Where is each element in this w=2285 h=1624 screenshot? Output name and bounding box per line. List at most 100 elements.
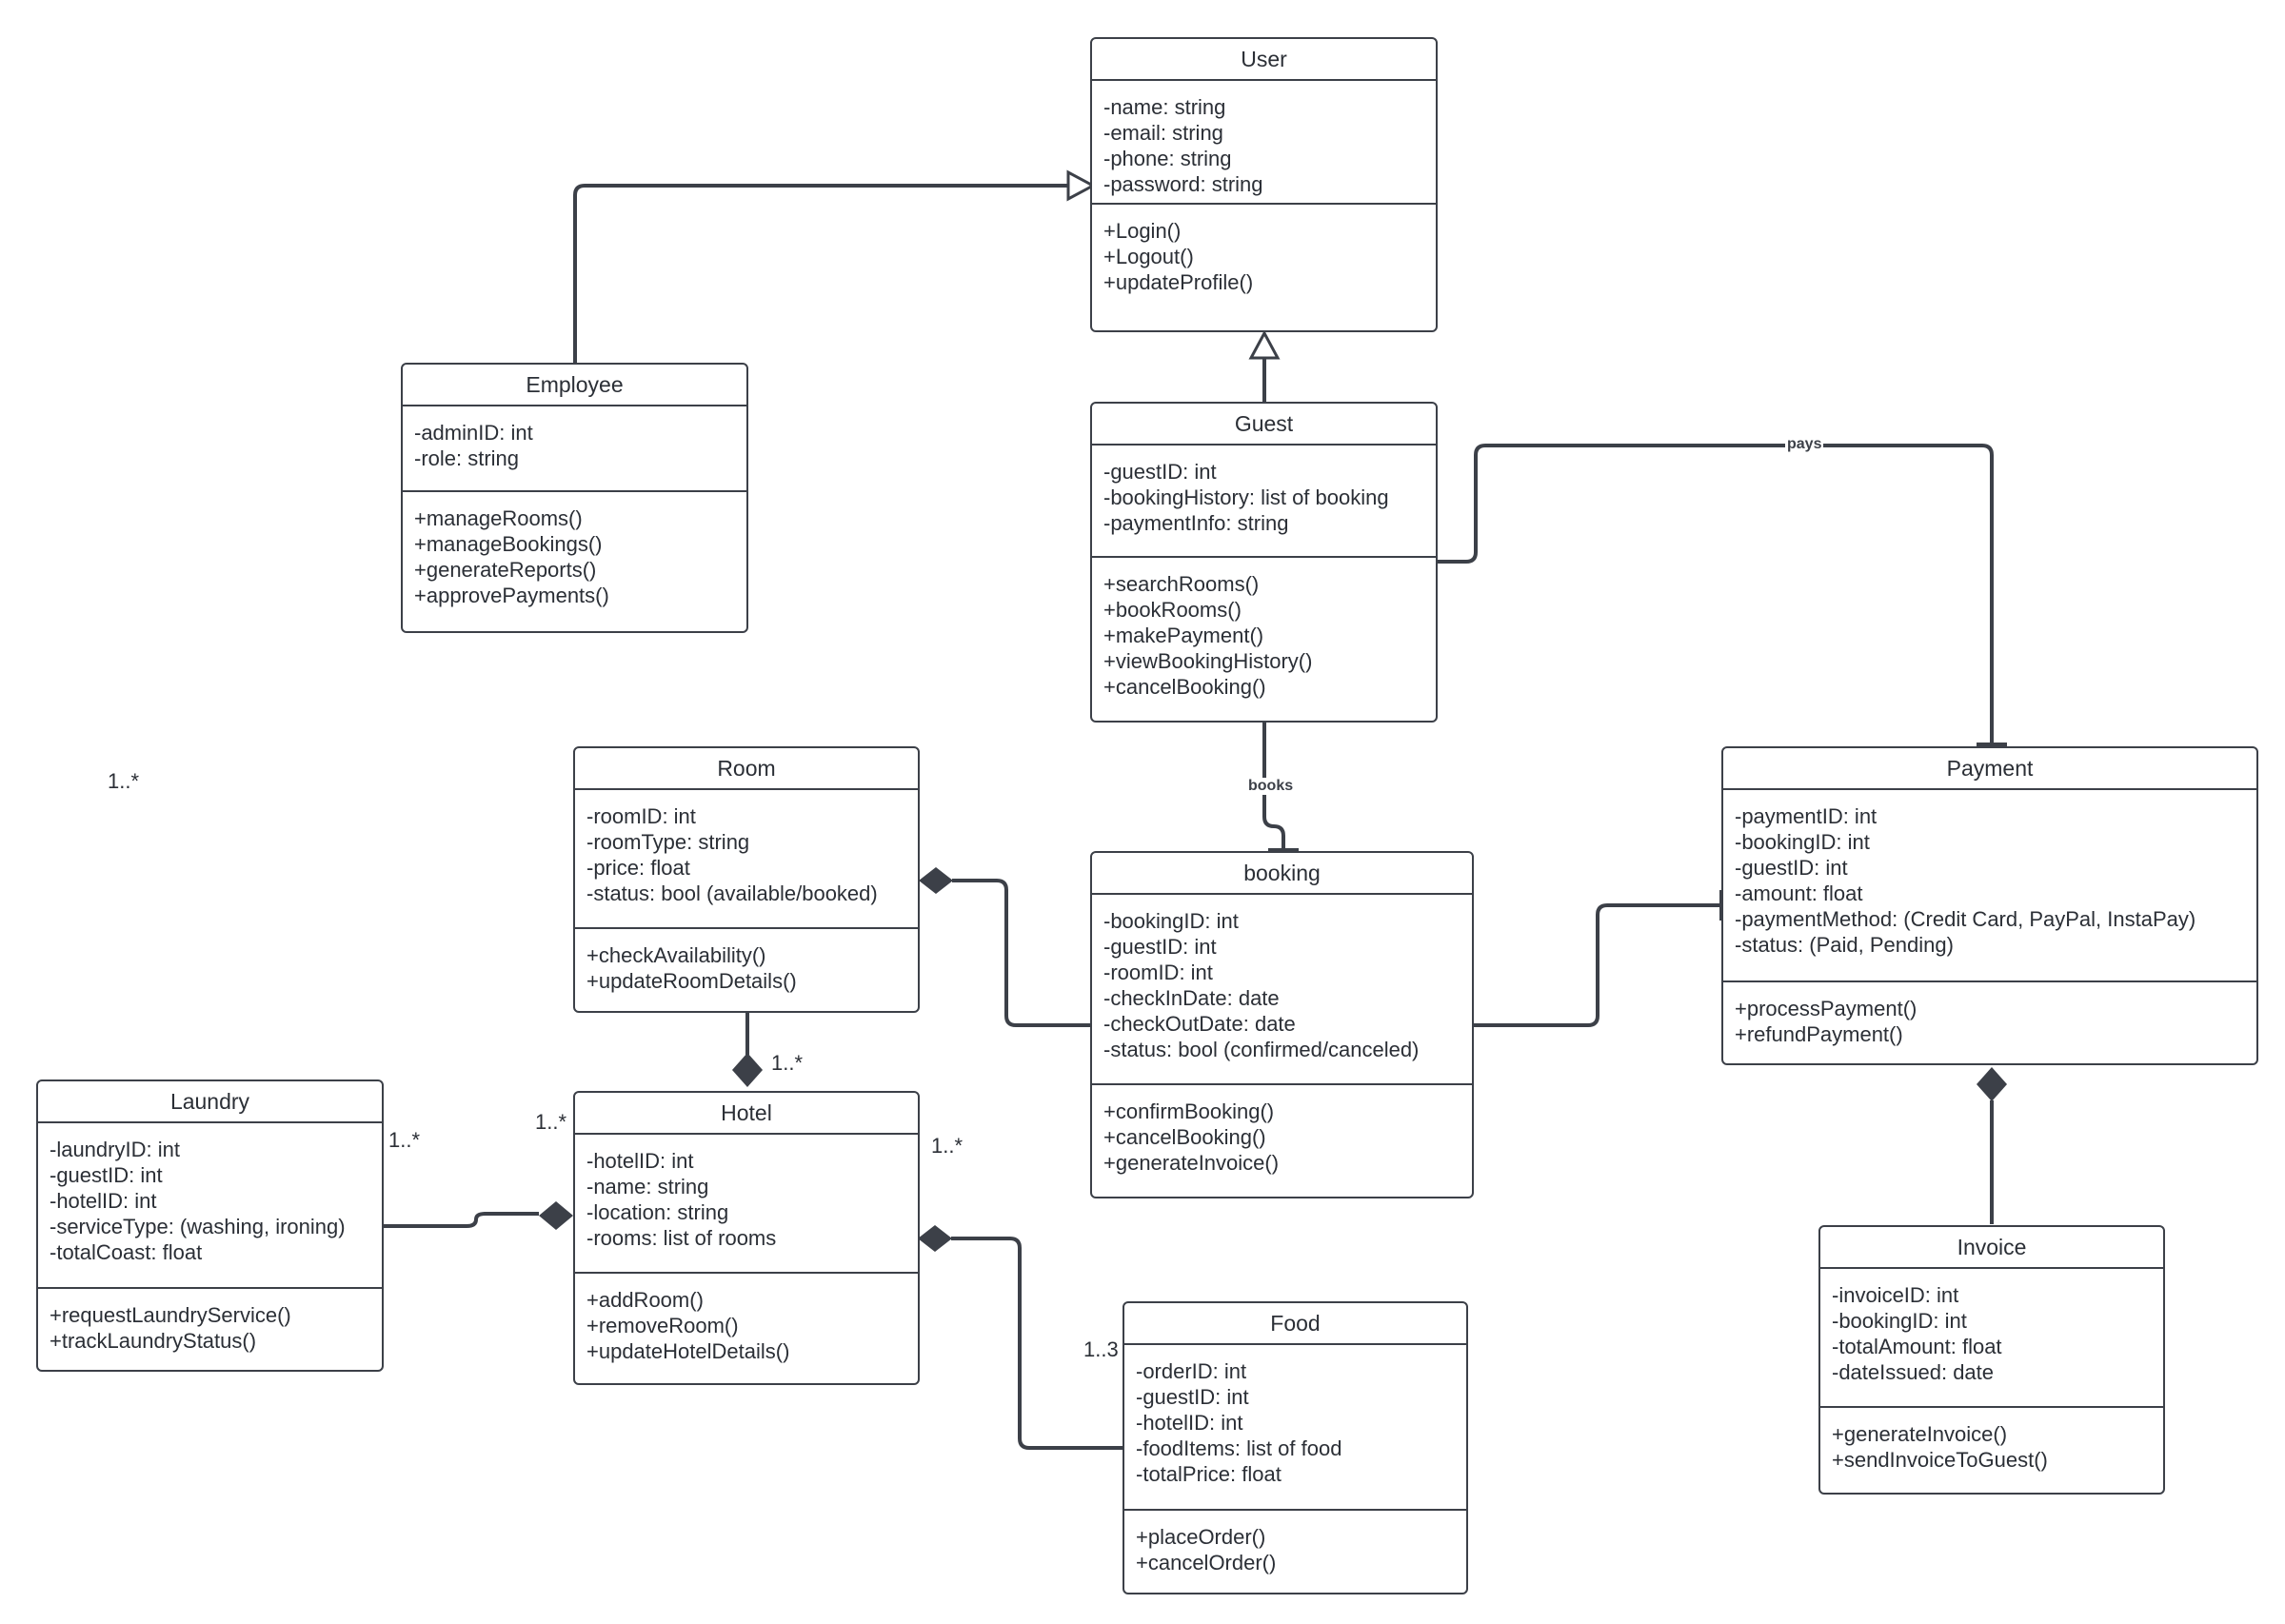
invoice-method: +generateInvoice() [1832,1422,2008,1446]
payment-method: +refundPayment() [1735,1022,1903,1046]
multiplicity-food: 1..3 [1083,1337,1119,1361]
payment-attribute: -bookingID: int [1735,830,1870,854]
hotel-food-diamond [918,1225,952,1252]
class-room[interactable]: Room -roomID: int -roomType: string -pri… [573,746,920,1013]
class-food-attributes: -orderID: int -guestID: int -hotelID: in… [1124,1345,1466,1509]
hotel-attribute: -name: string [586,1175,709,1198]
class-booking-methods: +confirmBooking() +cancelBooking() +gene… [1092,1083,1472,1189]
hotel-food-line [951,1237,1123,1450]
booking-attribute: -checkInDate: date [1103,986,1280,1010]
class-invoice[interactable]: Invoice -invoiceID: int -bookingID: int … [1818,1225,2165,1495]
food-attribute: -guestID: int [1136,1385,1249,1409]
payment-attribute: -guestID: int [1735,856,1848,880]
class-room-attributes: -roomID: int -roomType: string -price: f… [575,790,918,927]
class-hotel-attributes: -hotelID: int -name: string -location: s… [575,1135,918,1272]
class-hotel-name: Hotel [575,1093,918,1135]
user-method: +updateProfile() [1103,270,1254,294]
food-method: +placeOrder() [1136,1525,1266,1549]
food-method: +cancelOrder() [1136,1551,1277,1574]
booking-attribute: -status: bool (confirmed/canceled) [1103,1038,1420,1061]
user-method: +Logout() [1103,245,1194,268]
employee-method: +approvePayments() [414,584,609,607]
multiplicity-stray: 1..* [108,769,140,793]
hotel-attribute: -hotelID: int [586,1149,694,1173]
class-guest-name: Guest [1092,404,1436,446]
laundry-attribute: -guestID: int [50,1163,163,1187]
class-payment-name: Payment [1723,748,2256,790]
hotel-laundry-diamond [539,1201,573,1230]
laundry-method: +requestLaundryService() [50,1303,291,1327]
room-method: +updateRoomDetails() [586,969,797,993]
food-attribute: -totalPrice: float [1136,1462,1282,1486]
hotel-attribute: -rooms: list of rooms [586,1226,777,1250]
guest-booking-path [1262,722,1285,852]
class-booking-name: booking [1092,853,1472,895]
booking-method: +confirmBooking() [1103,1099,1275,1123]
hotel-method: +updateHotelDetails() [586,1339,790,1363]
employee-user-line [573,184,1070,364]
food-attribute: -foodItems: list of food [1136,1436,1342,1460]
relationship-label-books: books [1246,778,1296,795]
room-booking-diamond [919,867,953,894]
guest-method: +searchRooms() [1103,572,1260,596]
booking-attribute: -guestID: int [1103,935,1217,959]
class-food-name: Food [1124,1303,1466,1345]
food-attribute: -hotelID: int [1136,1411,1243,1435]
food-attribute: -orderID: int [1136,1359,1247,1383]
invoice-attribute: -dateIssued: date [1832,1360,1995,1384]
employee-method: +generateReports() [414,558,597,582]
class-hotel[interactable]: Hotel -hotelID: int -name: string -locat… [573,1091,920,1385]
class-employee-attributes: -adminID: int -role: string [403,406,746,490]
user-attribute: -phone: string [1103,147,1232,170]
class-laundry-methods: +requestLaundryService() +trackLaundrySt… [38,1287,382,1367]
laundry-attribute: -laundryID: int [50,1138,180,1161]
room-booking-line [952,879,1090,1027]
class-laundry[interactable]: Laundry -laundryID: int -guestID: int -h… [36,1079,384,1372]
laundry-attribute: -totalCoast: float [50,1240,203,1264]
class-food[interactable]: Food -orderID: int -guestID: int -hotelI… [1123,1301,1468,1594]
guest-method: +viewBookingHistory() [1103,649,1313,673]
class-user-attributes: -name: string -email: string -phone: str… [1092,81,1436,203]
user-attribute: -email: string [1103,121,1223,145]
booking-attribute: -bookingID: int [1103,909,1239,933]
user-attribute: -name: string [1103,95,1226,119]
class-room-name: Room [575,748,918,790]
room-method: +checkAvailability() [586,943,766,967]
class-user[interactable]: User -name: string -email: string -phone… [1090,37,1438,332]
invoice-attribute: -bookingID: int [1832,1309,1967,1333]
employee-user-arrowhead [1066,169,1097,202]
hotel-laundry-line [383,1212,539,1228]
booking-method: +generateInvoice() [1103,1151,1280,1175]
relationship-label-pays: pays [1785,436,1824,453]
class-guest[interactable]: Guest -guestID: int -bookingHistory: lis… [1090,402,1438,723]
class-food-methods: +placeOrder() +cancelOrder() [1124,1509,1466,1589]
class-guest-methods: +searchRooms() +bookRooms() +makePayment… [1092,556,1436,713]
class-payment-methods: +processPayment() +refundPayment() [1723,980,2256,1060]
room-attribute: -roomID: int [586,804,696,828]
employee-attribute: -role: string [414,446,520,470]
class-booking[interactable]: booking -bookingID: int -guestID: int -r… [1090,851,1474,1198]
room-attribute: -status: bool (available/booked) [586,881,878,905]
laundry-attribute: -hotelID: int [50,1189,157,1213]
class-hotel-methods: +addRoom() +removeRoom() +updateHotelDet… [575,1272,918,1377]
multiplicity-hotel-left: 1..* [535,1110,567,1134]
hotel-method: +removeRoom() [586,1314,739,1337]
class-payment[interactable]: Payment -paymentID: int -bookingID: int … [1721,746,2258,1065]
guest-attribute: -bookingHistory: list of booking [1103,485,1389,509]
room-attribute: -roomType: string [586,830,750,854]
class-employee[interactable]: Employee -adminID: int -role: string +ma… [401,363,748,633]
guest-payment-line [1438,444,1994,747]
user-method: +Login() [1103,219,1182,243]
booking-attribute: -checkOutDate: date [1103,1012,1296,1036]
multiplicity-hotel-right: 1..* [931,1134,964,1158]
guest-method: +cancelBooking() [1103,675,1266,699]
payment-attribute: -paymentMethod: (Credit Card, PayPal, In… [1735,907,2196,931]
hotel-attribute: -location: string [586,1200,729,1224]
booking-method: +cancelBooking() [1103,1125,1266,1149]
class-invoice-methods: +generateInvoice() +sendInvoiceToGuest() [1820,1406,2163,1486]
employee-attribute: -adminID: int [414,421,533,445]
class-laundry-name: Laundry [38,1081,382,1123]
invoice-attribute: -invoiceID: int [1832,1283,1959,1307]
